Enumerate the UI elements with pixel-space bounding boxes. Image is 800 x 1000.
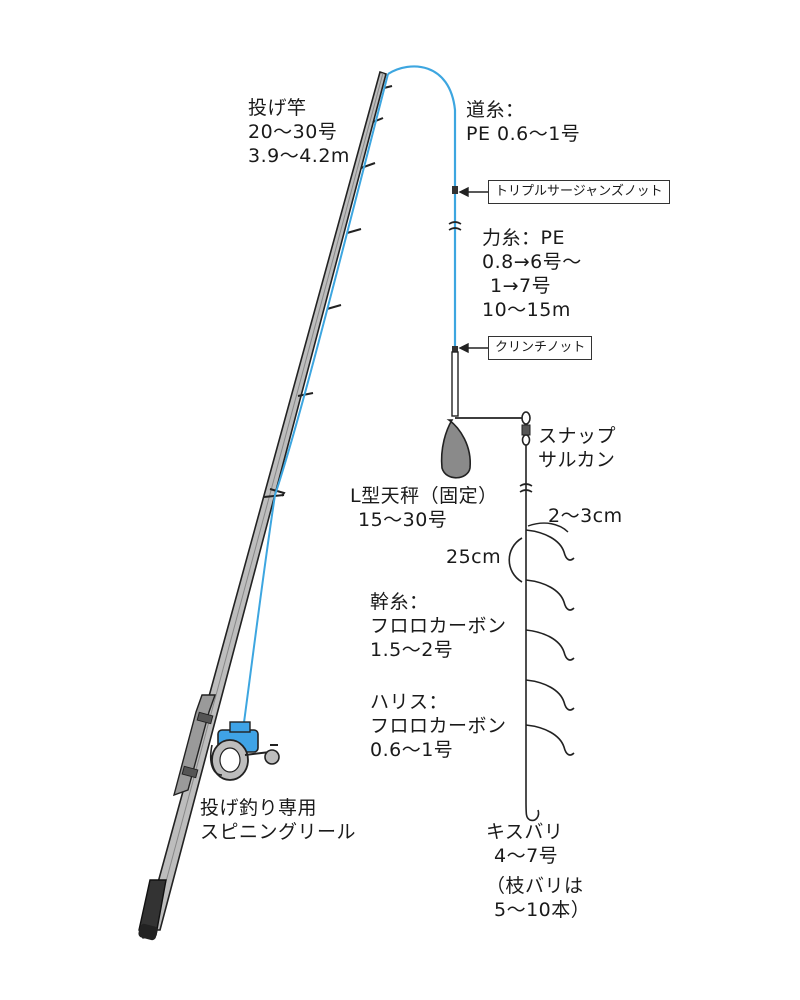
triple-surgeon-knot-label: トリプルサージャンズノット: [488, 180, 670, 204]
rod-label: 投げ竿 20～30号 3.9～4.2m: [248, 96, 350, 168]
rig-mainline-label-name: 幹糸：: [370, 591, 429, 613]
harisu-label-name: ハリス：: [370, 691, 449, 713]
snap-label: スナップ: [538, 425, 617, 447]
shock-leader-label-length: 10～15m: [482, 299, 571, 321]
rig-mainline-label-material: フロロカーボン: [370, 615, 507, 637]
main-line-label: 道糸： PE 0.6～1号: [466, 98, 580, 146]
swivel-label: サルカン: [538, 449, 616, 471]
hook-label-name: キスバリ: [486, 821, 564, 843]
branch-length-label: 2～3cm: [548, 505, 623, 527]
spinning-reel-icon: [209, 721, 280, 781]
triple-surgeon-knot-mark: [448, 186, 462, 231]
main-line-to-reel: [242, 73, 389, 731]
main-line-label-name: 道糸：: [466, 99, 525, 121]
rod-label-length: 3.9～4.2m: [248, 145, 350, 167]
harisu-label-size: 0.6～1号: [370, 739, 454, 761]
snap-swivel-label: スナップ サルカン: [538, 424, 616, 472]
reel-label-name: スピニングリール: [200, 821, 357, 843]
main-line-label-spec: PE 0.6～1号: [466, 123, 581, 145]
rig-mainline-label-size: 1.5～2号: [370, 639, 454, 661]
tenbin-label: L型天秤（固定） 15～30号: [350, 484, 498, 532]
swivel-icon: [521, 411, 531, 446]
reel-label-type: 投げ釣り専用: [200, 797, 318, 819]
branch-length-bracket: [527, 522, 569, 533]
spacing-bracket: [508, 537, 523, 583]
rig-mainline-label: 幹糸： フロロカーボン 1.5～2号: [370, 590, 507, 662]
knot-arrows: [458, 186, 488, 354]
fishing-rod-icon: [138, 70, 393, 941]
clinch-knot-mark: [452, 346, 458, 354]
shock-leader-label: 力糸：PE 0.8→6号～ 1→7号 10～15m: [482, 226, 582, 322]
spacing-label: 25cm: [446, 546, 502, 568]
shock-leader-label-size1: 0.8→6号～: [482, 251, 582, 273]
hook-icon: [525, 529, 575, 822]
sinker-icon: [440, 351, 522, 479]
shock-leader-label-size2: 1→7号: [490, 275, 552, 297]
rod-label-size: 20～30号: [248, 121, 338, 143]
rod-label-name: 投げ竿: [248, 97, 307, 119]
shock-leader-label-name: 力糸：PE: [482, 227, 565, 249]
hook-label-note1: （枝バリは: [486, 875, 584, 897]
clinch-knot-label: クリンチノット: [488, 336, 593, 360]
reel-label: 投げ釣り専用 スピニングリール: [200, 796, 356, 844]
tenbin-label-name: L型天秤（固定）: [350, 485, 498, 507]
tenbin-label-size: 15～30号: [358, 509, 448, 531]
hook-label: キスバリ 4～7号 （枝バリは 5～10本）: [486, 820, 590, 922]
hook-label-size: 4～7号: [494, 845, 559, 867]
harisu-label: ハリス： フロロカーボン 0.6～1号: [370, 690, 507, 762]
harisu-label-material: フロロカーボン: [370, 715, 507, 737]
main-line: [387, 65, 457, 355]
hook-label-note2: 5～10本）: [494, 899, 591, 921]
